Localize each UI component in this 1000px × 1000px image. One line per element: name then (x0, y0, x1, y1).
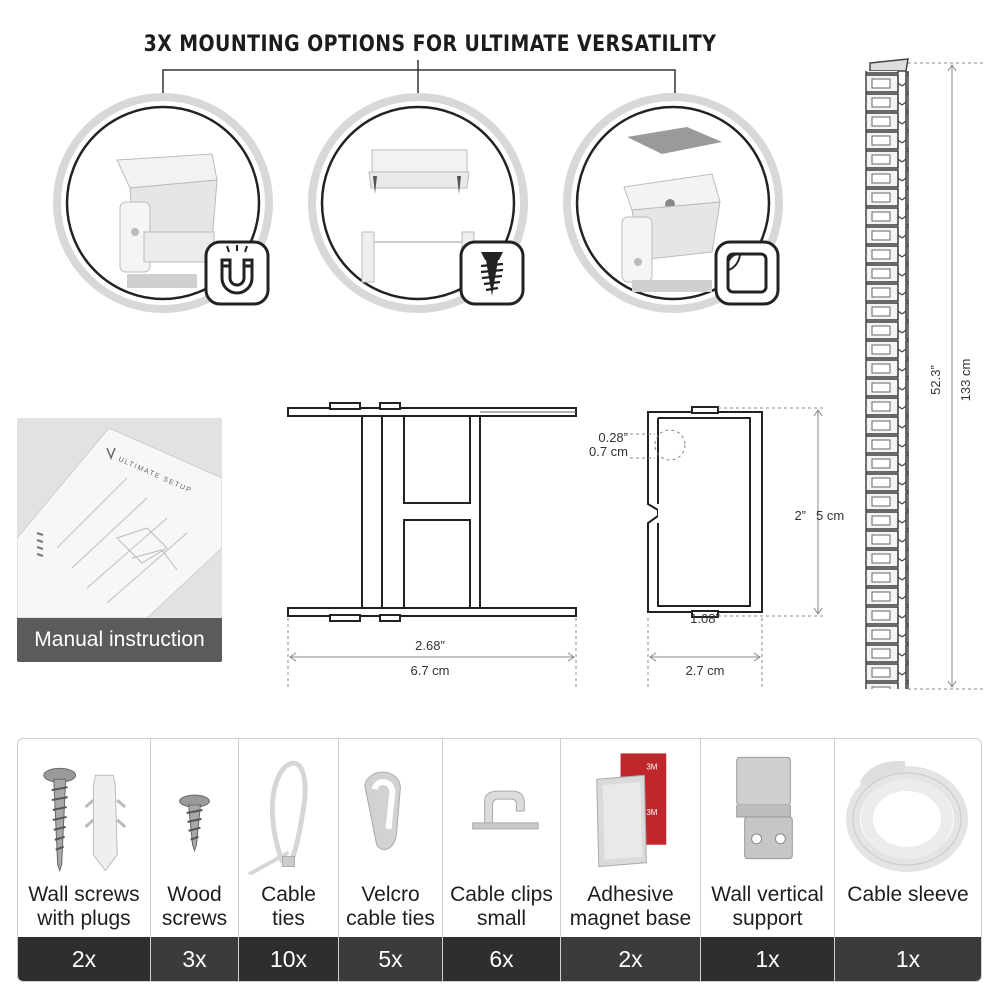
mounting-option-screw (307, 92, 529, 314)
front-view (647, 406, 763, 618)
front-width-cm: 2.7 cm (685, 663, 724, 678)
part-label-line1: Cable (261, 883, 316, 906)
cable-clip-icon (443, 745, 560, 875)
part-qty: 5x (339, 937, 442, 981)
magnet-icon (204, 240, 270, 306)
cable-spine-image: 52.3” 133 cm (865, 58, 985, 690)
part-label-line1: Wall screws (28, 883, 140, 906)
mounting-option-magnet (52, 92, 274, 314)
part-qty: 6x (443, 937, 560, 981)
part-label-line2: magnet base (569, 907, 692, 930)
part-label-line1: Velcro (361, 883, 420, 906)
clip-dimension-drawing: 2.68” 6.7 cm 1.08” 2.7 cm 2” 5 cm 0.28” … (287, 402, 844, 688)
magnet-base-icon: 3M 3M (561, 745, 700, 875)
part-cable-sleeve: Cable sleeve 1x (835, 739, 981, 981)
length-cm: 133 cm (958, 359, 973, 402)
part-qty: 10x (239, 937, 338, 981)
included-parts-table: Wall screws with plugs 2x Wood screws 3x (17, 738, 982, 982)
manual-booklet-image (17, 427, 222, 618)
part-wall-vertical-support: Wall vertical support 1x (701, 739, 835, 981)
adhesive-pad-icon (714, 240, 780, 306)
part-qty: 2x (18, 937, 150, 981)
part-velcro-ties: Velcro cable ties 5x (339, 739, 443, 981)
length-in: 52.3” (928, 365, 943, 395)
part-label-line2: support (732, 907, 803, 930)
part-adhesive-magnet-base: 3M 3M Adhesive magnet base 2x (561, 739, 701, 981)
front-width-in: 1.08” (690, 611, 720, 626)
manual-label: Manual instruction (17, 618, 222, 662)
svg-text:3M: 3M (646, 808, 657, 817)
part-wall-screws: Wall screws with plugs 2x (18, 739, 151, 981)
part-cable-ties: Cable ties 10x (239, 739, 339, 981)
part-qty: 1x (701, 937, 834, 981)
part-qty: 2x (561, 937, 700, 981)
wood-screw-icon (151, 745, 238, 875)
wall-support-icon (701, 745, 834, 875)
part-cable-clips: Cable clips small 6x (443, 739, 561, 981)
part-label-line2: small (476, 907, 526, 930)
height-in: 2” (794, 508, 806, 523)
mounting-option-adhesive (562, 92, 784, 314)
wall-screw-plug-icon (18, 745, 150, 875)
headline: 3X MOUNTING OPTIONS FOR ULTIMATE VERSATI… (143, 32, 717, 57)
manual-instruction-card: ULTIMATE SETUP Manual instruction (17, 418, 222, 662)
part-label-line1: Adhesive (587, 883, 674, 906)
cable-sleeve-icon (835, 745, 981, 875)
hole-cm: 0.7 cm (589, 444, 628, 459)
screw-icon (459, 240, 525, 306)
part-label-line2: Cable sleeve (847, 883, 969, 906)
height-cm: 5 cm (816, 508, 844, 523)
part-label-line1: Wood (167, 883, 222, 906)
part-label-line2: with plugs (37, 907, 131, 930)
velcro-tie-icon (339, 745, 442, 875)
part-label-line1: Cable clips (450, 883, 553, 906)
side-width-in: 2.68” (415, 638, 445, 653)
hole-in: 0.28” (598, 430, 628, 445)
part-label-line2: ties (272, 907, 305, 930)
part-label-line2: cable ties (346, 907, 435, 930)
part-wood-screws: Wood screws 3x (151, 739, 239, 981)
cable-tie-icon (239, 745, 338, 877)
side-width-cm: 6.7 cm (410, 663, 449, 678)
part-qty: 1x (835, 937, 981, 981)
headline-bracket (162, 60, 676, 95)
side-view (287, 402, 577, 622)
part-label-line1: Wall vertical (711, 883, 824, 906)
svg-text:3M: 3M (646, 762, 657, 771)
part-qty: 3x (151, 937, 238, 981)
part-label-line2: screws (161, 907, 228, 930)
